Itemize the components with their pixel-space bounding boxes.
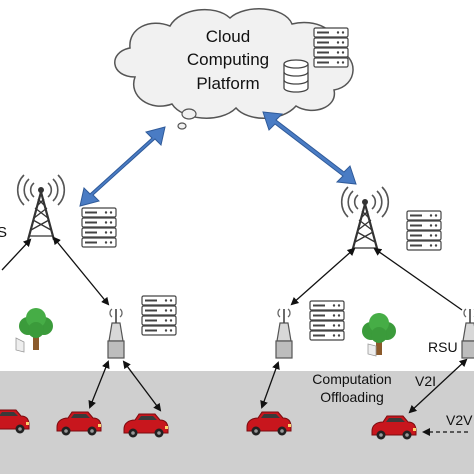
database-icon: [283, 59, 309, 93]
rsu-middle-icon: [275, 308, 293, 359]
cloud-link-left-arrow: [79, 126, 166, 207]
v2i-label: V2I: [415, 373, 436, 389]
cloud-title-line1: Cloud: [206, 27, 250, 46]
right-edge-fragment: [367, 343, 377, 357]
left-tower-server-rack-icon: [81, 207, 117, 248]
left-edge-fragment: [15, 337, 25, 353]
rsu-label: RSU: [428, 339, 458, 355]
left-cell-tower-icon: [16, 173, 66, 242]
rsu-left-server-rack-icon: [141, 295, 177, 336]
cloud-title-line3: Platform: [196, 74, 259, 93]
connection-lines: [1, 236, 468, 414]
rsu-right-icon: [461, 308, 474, 359]
v2v-label: V2V: [446, 412, 473, 428]
left-edge-label: S: [0, 224, 7, 241]
rsu-middle-server-rack-icon: [309, 300, 345, 341]
right-tower-server-rack-icon: [406, 210, 442, 251]
tree-right-icon: [362, 313, 396, 355]
right-cell-tower-icon: [340, 185, 390, 254]
computation-label-line1: Computation: [312, 371, 391, 387]
cloud-server-rack-icon: [313, 27, 349, 68]
rsu-left-icon: [107, 308, 125, 359]
cloud-title-line2: Computing: [187, 50, 269, 69]
cloud-link-right-arrow: [262, 111, 357, 185]
computation-label-line2: Offloading: [320, 389, 384, 405]
